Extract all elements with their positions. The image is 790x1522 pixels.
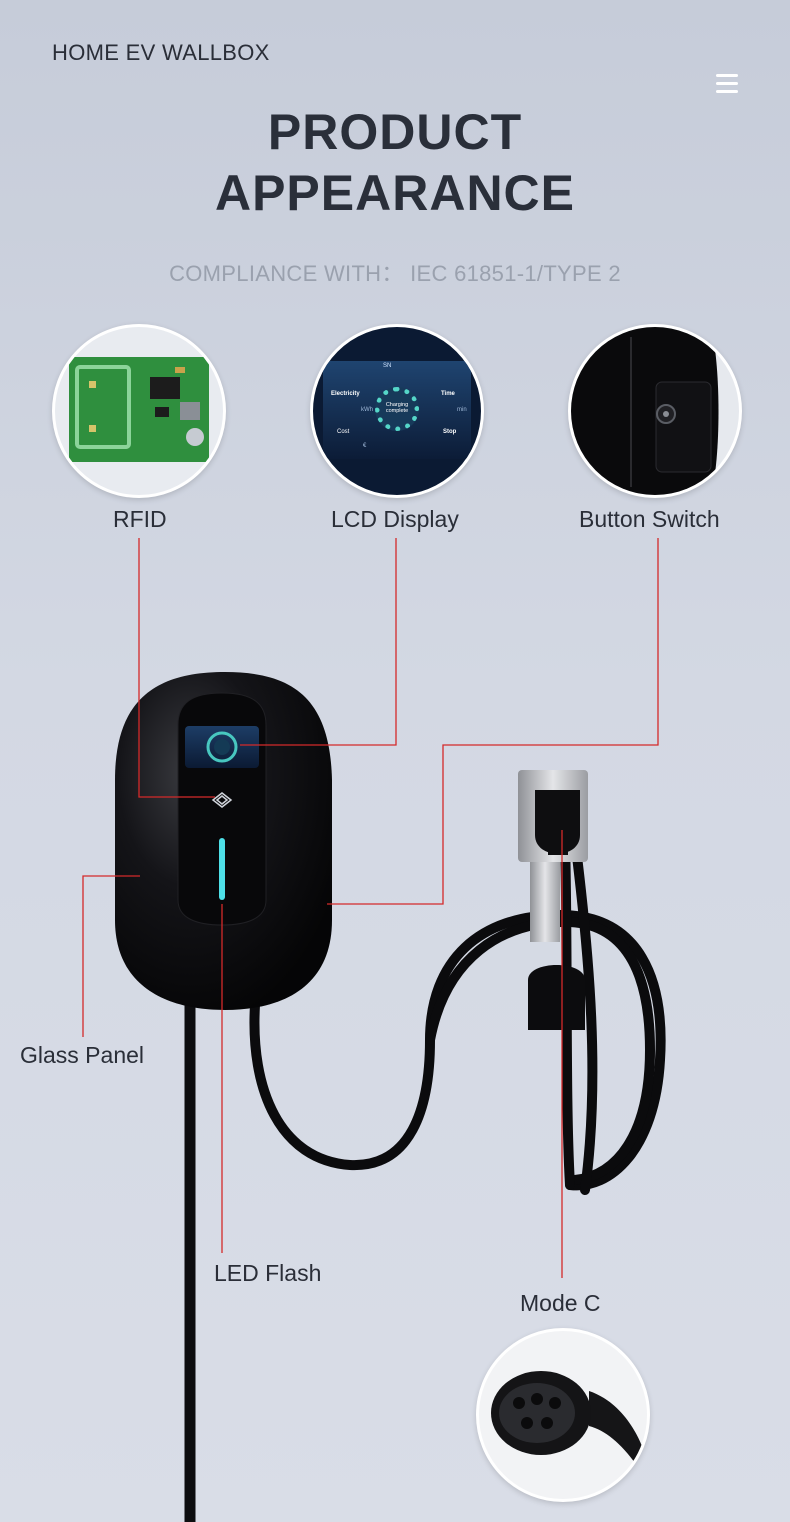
- lcd-thumbnail[interactable]: SN Electricity kWh Cost € Time min Stop …: [310, 324, 484, 498]
- mode-c-label: Mode C: [520, 1290, 601, 1316]
- lcd-display-label: LCD Display: [331, 506, 459, 532]
- rfid-thumbnail[interactable]: [52, 324, 226, 498]
- callout-lines: [82, 538, 659, 1278]
- button-closeup-icon: [571, 327, 719, 495]
- lcd-status-ring: Charging complete: [375, 387, 419, 431]
- lcd-status-line2: complete: [385, 408, 409, 414]
- rfid-label: RFID: [113, 506, 167, 532]
- lcd-stop: Stop: [443, 429, 457, 435]
- cable-holder: [518, 770, 588, 1030]
- button-switch-label: Button Switch: [579, 506, 720, 532]
- mode-c-thumbnail[interactable]: [476, 1328, 650, 1502]
- page-title-line2: APPEARANCE: [214, 165, 576, 221]
- compliance-text: COMPLIANCE WITH： IEC 61851-1/TYPE 2: [169, 261, 621, 286]
- page-title-line1: PRODUCT: [267, 104, 523, 160]
- lcd-time: Time: [441, 391, 455, 397]
- lcd-screen: SN Electricity kWh Cost € Time min Stop …: [323, 361, 471, 459]
- glass-panel-label: Glass Panel: [20, 1042, 145, 1068]
- led-flash-label: LED Flash: [214, 1260, 322, 1286]
- type2-plug-icon: [491, 1371, 647, 1481]
- lcd-sn: SN: [383, 363, 392, 369]
- lcd-kwh: kWh: [361, 407, 373, 413]
- hamburger-icon[interactable]: [712, 72, 740, 96]
- button-switch-thumbnail[interactable]: [568, 324, 742, 498]
- lcd-electricity: Electricity: [331, 391, 360, 397]
- led-strip: [219, 838, 225, 900]
- lcd-min: min: [457, 407, 467, 413]
- lcd-cost: Cost: [337, 429, 350, 435]
- lcd-status-line1: Charging: [385, 402, 409, 408]
- lcd-currency: €: [363, 443, 367, 449]
- rfid-board-icon: [69, 357, 209, 462]
- rfid-logo-icon: [211, 792, 233, 808]
- brand-title: HOME EV WALLBOX: [52, 40, 270, 65]
